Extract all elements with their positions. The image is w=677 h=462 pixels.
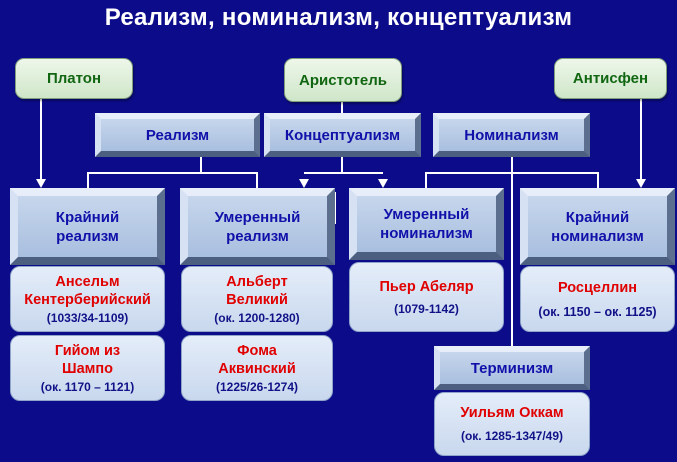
card-roscelin-dates: (ок. 1150 – ок. 1125) (538, 304, 657, 319)
node-extreme-nominalism: Крайний номинализм (520, 188, 675, 265)
node-conceptualism-label: Концептуализм (284, 126, 401, 144)
node-moderate-realism: Умеренный реализм (180, 188, 335, 265)
card-ockham-dates: (ок. 1285-1347/49) (460, 429, 564, 443)
arrow-head-concept-left (299, 179, 309, 188)
card-abelard-dates: (1079-1142) (394, 301, 459, 316)
node-antisthenes-label: Антисфен (572, 70, 649, 87)
card-abelard: Пьер Абеляр (1079-1142) (349, 262, 504, 332)
card-thomas-dates: (1225/26-1274) (215, 379, 299, 394)
node-terminism-label: Терминизм (470, 359, 554, 377)
node-nominalism-label: Номинализм (464, 126, 559, 144)
card-ockham: Уильям Оккам (ок. 1285-1347/49) (434, 392, 590, 456)
node-moderate-realism-label: Умеренный реализм (214, 208, 301, 245)
node-moderate-nominalism-label: Умеренный номинализм (380, 206, 473, 242)
arrow-head-plato (36, 179, 46, 188)
node-extreme-realism-label: Крайний реализм (55, 208, 120, 245)
node-antisthenes: Антисфен (554, 58, 667, 99)
node-plato: Платон (15, 58, 133, 99)
card-albert-name: Альберт Великий (226, 273, 288, 308)
card-roscelin-name: Росцеллин (557, 279, 638, 296)
card-roscelin: Росцеллин (ок. 1150 – ок. 1125) (520, 266, 675, 332)
arrow-head-antisthenes (636, 179, 646, 188)
page-title: Реализм, номинализм, концептуализм (104, 4, 573, 31)
card-guillaume-name: Гийом из Шампо (54, 342, 121, 377)
card-albert: Альберт Великий (ок. 1200-1280) (181, 266, 333, 332)
card-albert-dates: (ок. 1200-1280) (214, 310, 300, 325)
node-plato-label: Платон (46, 70, 102, 87)
card-thomas-name: Фома Аквинский (218, 342, 296, 377)
card-anselm-dates: (1033/34-1109) (46, 310, 129, 325)
node-nominalism: Номинализм (433, 113, 590, 157)
node-realism-label: Реализм (145, 126, 210, 144)
node-realism: Реализм (95, 113, 260, 157)
node-moderate-nominalism: Умеренный номинализм (349, 188, 504, 260)
card-ockham-name: Уильям Оккам (460, 405, 564, 421)
node-extreme-realism: Крайний реализм (10, 188, 165, 265)
node-extreme-nominalism-label: Крайний номинализм (551, 208, 644, 245)
card-abelard-name: Пьер Абеляр (379, 278, 474, 295)
card-guillaume: Гийом из Шампо (ок. 1170 – 1121) (10, 335, 165, 401)
card-guillaume-dates: (ок. 1170 – 1121) (40, 379, 135, 394)
arrow-head-concept-right (378, 179, 388, 188)
node-aristotle: Аристотель (284, 58, 402, 102)
node-terminism: Терминизм (434, 346, 590, 390)
card-thomas: Фома Аквинский (1225/26-1274) (181, 335, 333, 401)
node-conceptualism: Концептуализм (264, 113, 421, 157)
node-aristotle-label: Аристотель (299, 71, 387, 89)
card-anselm: Ансельм Кентерберийский (1033/34-1109) (10, 266, 165, 332)
card-anselm-name: Ансельм Кентерберийский (24, 273, 151, 308)
